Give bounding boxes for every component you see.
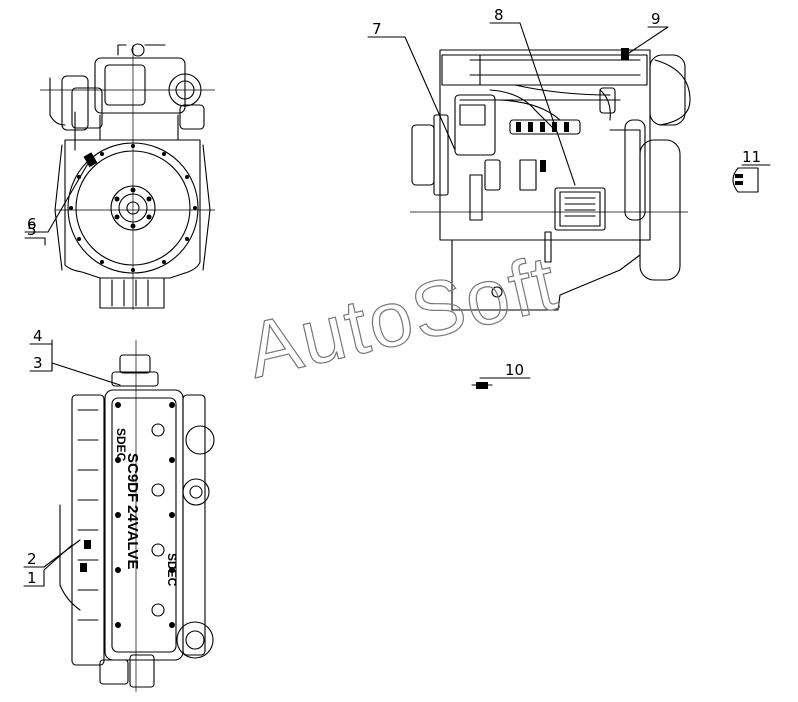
callout-11: 11 <box>742 148 761 166</box>
engine-valve-label: 24VALVE <box>124 505 141 569</box>
engine-brand-top-label: SDEC <box>114 428 128 462</box>
callout-4: 4 <box>33 327 43 345</box>
callout-6: 6 <box>27 215 37 233</box>
callout-1: 1 <box>27 569 37 587</box>
engine-side-view <box>410 48 691 311</box>
callout-9: 9 <box>651 10 661 28</box>
engine-brand-side-label: SDEC <box>165 553 179 587</box>
engine-model-label: SC9DF <box>124 453 141 502</box>
callout-10: 10 <box>505 361 524 379</box>
callouts: 1 2 3 4 5 6 7 8 9 10 11 <box>27 6 761 587</box>
callout-7: 7 <box>372 20 382 38</box>
engine-top-view <box>59 340 215 692</box>
callout-3: 3 <box>33 354 43 372</box>
leader-lines <box>23 22 771 587</box>
part-11-sensor <box>732 167 759 193</box>
callout-8: 8 <box>494 6 504 24</box>
callout-2: 2 <box>27 550 37 568</box>
part-10-connector <box>471 382 493 389</box>
callout-5: 5 <box>27 221 37 239</box>
engine-front-view <box>40 43 215 310</box>
